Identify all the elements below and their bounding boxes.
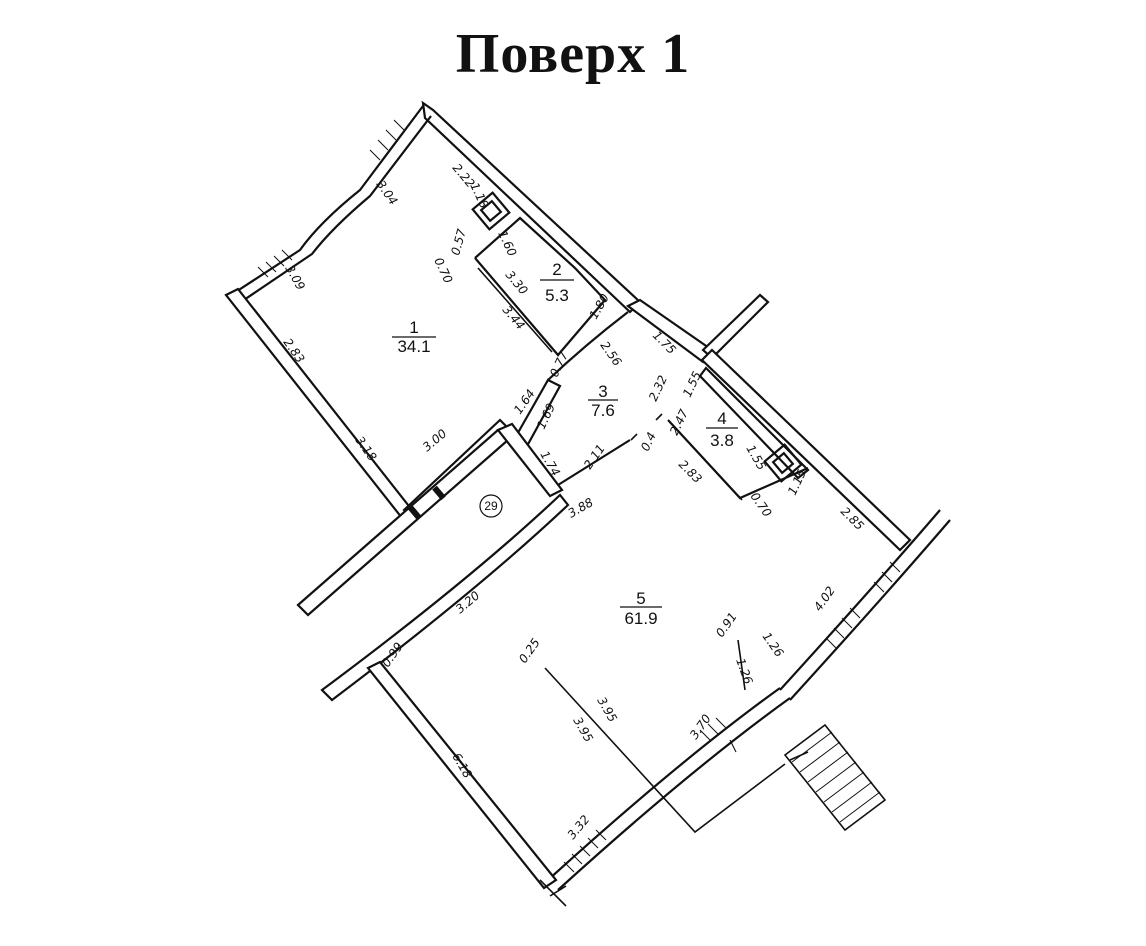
dim-label: 0.70 (431, 255, 455, 285)
page-title: Поверх 1 (455, 23, 691, 85)
corridor-walls: 29 (296, 422, 564, 617)
dim-label: 4.02 (811, 584, 838, 614)
dimension-labels: 2.22 3.04 3.09 2.83 3.18 3.00 1.64 1.69 … (281, 161, 867, 842)
dim-label: 2.56 (598, 339, 625, 369)
dim-label: 1.18 (467, 180, 491, 210)
room-1-area: 34.1 (397, 337, 430, 356)
dim-label: 3.30 (503, 268, 531, 298)
dim-label: 3.44 (500, 303, 528, 332)
room-1-walls (224, 100, 642, 522)
room-3-number: 3 (598, 382, 607, 401)
dim-label: 0.70 (748, 490, 775, 520)
room-5-area: 61.9 (624, 609, 657, 628)
dim-label: 3.32 (565, 812, 593, 841)
dim-label: 3.00 (420, 426, 450, 454)
dim-label: 1.26 (733, 656, 755, 686)
dim-label: 1.15 (785, 467, 809, 497)
dim-label: 1.26 (760, 630, 787, 660)
dim-label: 1.55 (680, 369, 704, 399)
room-2-number: 2 (552, 260, 561, 279)
dim-label: 3.95 (594, 695, 619, 725)
room-3-area: 7.6 (591, 401, 615, 420)
dim-label: 2.32 (646, 373, 670, 403)
corridor-badge: 29 (484, 499, 498, 513)
room-5-number: 5 (636, 589, 645, 608)
dim-label: 0.57 (448, 227, 469, 257)
room-1-number: 1 (409, 318, 418, 337)
corridor-badge-circle (479, 494, 503, 518)
room-3-walls (513, 298, 714, 491)
dim-label: 0.91 (713, 610, 740, 640)
room-4-area: 3.8 (710, 431, 734, 450)
dim-label: 0.4 (638, 430, 659, 453)
room-4-number: 4 (717, 409, 726, 428)
room-2-walls (471, 191, 607, 357)
room-5-walls (320, 348, 951, 907)
dim-label: 1.60 (495, 228, 519, 258)
room-4-walls (630, 293, 810, 501)
dim-label: 1.55 (743, 443, 768, 473)
room-2-area: 5.3 (545, 286, 569, 305)
dim-label: 0.77 (547, 349, 571, 379)
room-labels: 1 34.1 2 5.3 3 7.6 4 3.8 5 61.9 (392, 260, 738, 628)
dim-label: 2.47 (667, 407, 691, 437)
dim-label: 2.83 (676, 457, 705, 486)
dim-label: 3.04 (374, 178, 401, 208)
dim-label: 1.80 (586, 291, 612, 321)
dim-label: 3.09 (282, 263, 307, 293)
dim-label: 0.25 (516, 636, 543, 666)
dim-label: 3.88 (566, 495, 596, 521)
